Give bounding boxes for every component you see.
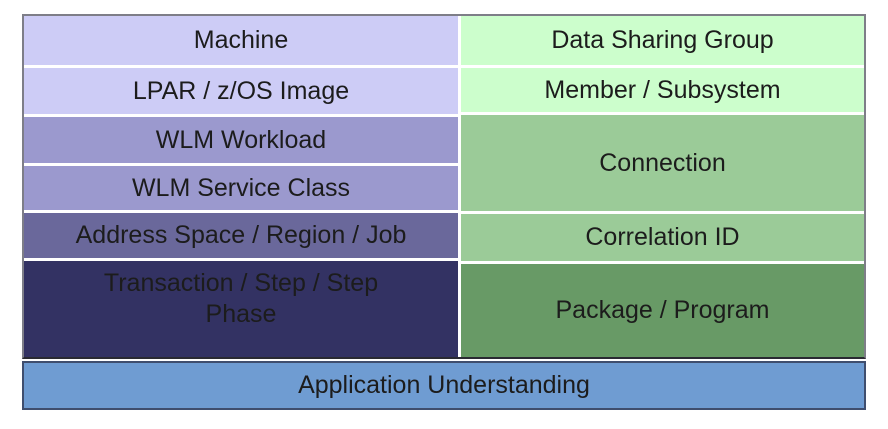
box-connection: Connection: [461, 115, 864, 211]
box-correlation-id: Correlation ID: [461, 214, 864, 261]
box-member-subsystem: Member / Subsystem: [461, 68, 864, 112]
box-address-space-region-job: Address Space / Region / Job: [24, 213, 458, 258]
box-application-understanding: Application Understanding: [22, 361, 866, 410]
box-lpar-zos-image: LPAR / z/OS Image: [24, 68, 458, 114]
box-machine: Machine: [24, 16, 458, 65]
zos-hierarchy-column: Machine LPAR / z/OS Image WLM Workload W…: [24, 16, 458, 357]
box-wlm-service-class: WLM Service Class: [24, 166, 458, 210]
box-wlm-workload: WLM Workload: [24, 117, 458, 163]
box-transaction-step-phase: Transaction / Step / Step Phase: [24, 261, 458, 357]
box-data-sharing-group: Data Sharing Group: [461, 16, 864, 65]
box-package-program: Package / Program: [461, 264, 864, 357]
db2-hierarchy-column: Data Sharing Group Member / Subsystem Co…: [461, 16, 864, 357]
hierarchy-columns: Machine LPAR / z/OS Image WLM Workload W…: [22, 14, 866, 359]
